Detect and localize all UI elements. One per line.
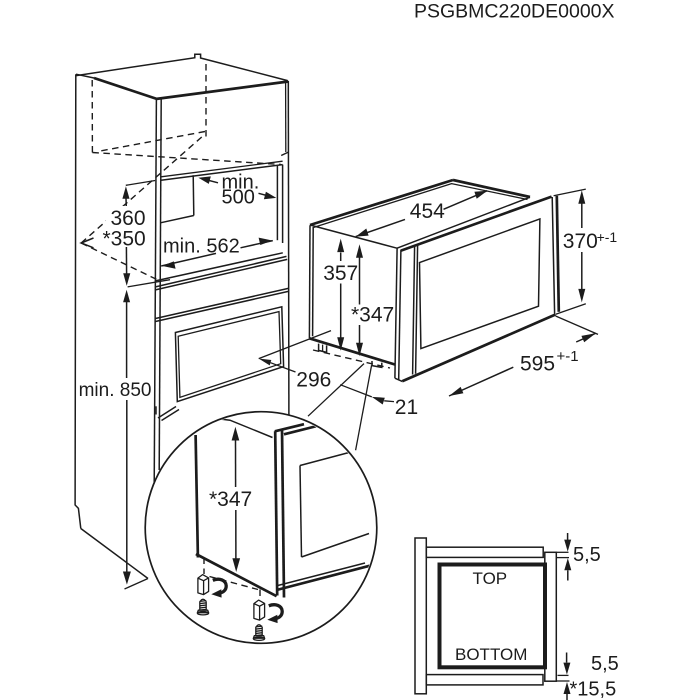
- svg-text:+-1: +-1: [597, 229, 618, 245]
- svg-text:296: 296: [296, 369, 331, 392]
- svg-text:+-1: +-1: [557, 348, 579, 365]
- svg-text:5,5: 5,5: [573, 544, 601, 566]
- svg-text:*347: *347: [209, 488, 252, 511]
- svg-text:PSGBMC220DE0000X: PSGBMC220DE0000X: [414, 1, 615, 23]
- svg-text:min. 850: min. 850: [79, 380, 152, 401]
- svg-text:*347: *347: [351, 304, 394, 327]
- svg-text:min. 562: min. 562: [163, 236, 240, 258]
- svg-text:454: 454: [410, 200, 445, 223]
- svg-text:*15,5: *15,5: [570, 678, 617, 700]
- svg-text:TOP: TOP: [473, 569, 508, 588]
- svg-text:min.: min.: [222, 171, 260, 193]
- svg-text:5,5: 5,5: [591, 653, 619, 675]
- svg-text:*350: *350: [103, 228, 146, 251]
- svg-text:500: 500: [222, 187, 255, 209]
- svg-text:370: 370: [563, 230, 598, 253]
- svg-text:21: 21: [395, 396, 418, 419]
- svg-text:360: 360: [111, 207, 146, 230]
- svg-text:BOTTOM: BOTTOM: [455, 645, 527, 664]
- svg-text:595: 595: [520, 353, 555, 376]
- svg-text:357: 357: [323, 262, 358, 285]
